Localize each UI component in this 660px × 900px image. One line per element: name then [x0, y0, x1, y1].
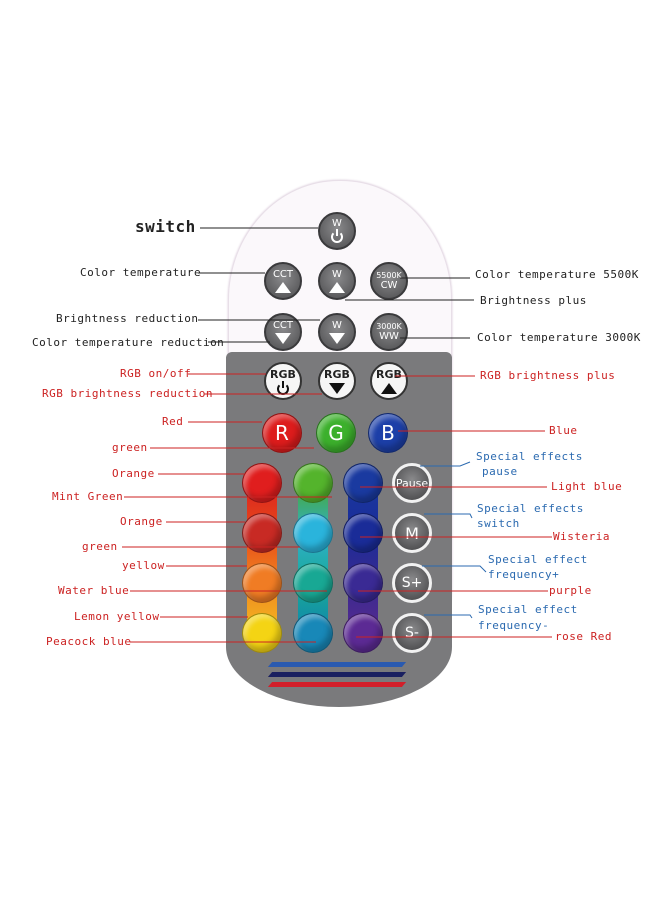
red-button[interactable]: R — [262, 413, 302, 453]
label-freq-minus-2: frequency- — [478, 619, 550, 632]
power-icon — [331, 229, 343, 243]
rgb-up-label: RGB — [376, 368, 402, 381]
mode-button-label: M — [405, 523, 419, 543]
brightness-reduction-label: W — [332, 319, 342, 331]
label-color-temperature-reduction: Color temperature reduction — [32, 336, 225, 349]
blue-stripe — [267, 662, 407, 667]
rgb-on-off-button[interactable]: RGB — [264, 362, 302, 400]
label-orange-2: Orange — [120, 515, 163, 528]
water-blue-button[interactable] — [293, 563, 333, 603]
label-green-1: green — [112, 441, 148, 454]
cw-5500k-button[interactable]: 5500K CW — [370, 262, 408, 300]
label-water-blue: Water blue — [58, 584, 130, 597]
blue-button-label: B — [381, 421, 395, 445]
label-ct-3000k: Color temperature 3000K — [477, 331, 641, 344]
peacock-blue-button[interactable] — [293, 613, 333, 653]
label-freq-plus-2: frequency+ — [488, 568, 560, 581]
mint-green-button[interactable] — [293, 463, 333, 503]
ww-3000k-top-label: 3000K — [376, 322, 402, 331]
label-peacock-blue: Peacock blue — [46, 635, 132, 648]
label-rgb-on-off: RGB on/off — [120, 367, 192, 380]
label-wisteria: Wisteria — [553, 530, 610, 543]
purple-button[interactable] — [343, 563, 383, 603]
cw-5500k-bottom-label: CW — [380, 280, 398, 291]
speed-minus-label: S- — [405, 625, 419, 641]
brightness-reduction-button[interactable]: W — [318, 313, 356, 351]
label-color-temperature: Color temperature — [80, 266, 202, 279]
cct-down-label: CCT — [272, 319, 294, 331]
rgb-brightness-plus-button[interactable]: RGB — [370, 362, 408, 400]
label-switch: switch — [135, 217, 196, 236]
label-special-switch-1: Special effects — [477, 502, 584, 515]
switch-button-label: W — [332, 218, 342, 229]
cct-up-label: CCT — [272, 268, 294, 280]
label-purple: purple — [549, 584, 592, 597]
yellow-button[interactable] — [242, 563, 282, 603]
label-mint-green: Mint Green — [52, 490, 124, 503]
up-arrow-icon — [329, 281, 345, 293]
pause-button-label: Pause — [395, 476, 429, 490]
rgb-on-off-label: RGB — [270, 367, 296, 381]
green-button[interactable]: G — [316, 413, 356, 453]
blue-button[interactable]: B — [368, 413, 408, 453]
rose-red-button[interactable] — [343, 613, 383, 653]
green2-button[interactable] — [293, 513, 333, 553]
red-stripe — [267, 682, 407, 687]
label-orange-1: Orange — [112, 467, 155, 480]
cct-down-button[interactable]: CCT — [264, 313, 302, 351]
label-rose-red: rose Red — [555, 630, 612, 643]
lemon-yellow-button[interactable] — [242, 613, 282, 653]
label-ct-5500k: Color temperature 5500K — [475, 268, 639, 281]
power-icon — [277, 380, 289, 395]
decorative-stripes — [267, 660, 407, 690]
label-freq-minus-1: Special effect — [478, 603, 578, 616]
cw-5500k-top-label: 5500K — [376, 271, 402, 280]
label-special-pause-1: Special effects — [476, 450, 583, 463]
speed-minus-button[interactable]: S- — [392, 613, 432, 653]
up-arrow-icon — [381, 383, 397, 394]
switch-button[interactable]: W — [318, 212, 356, 250]
cct-up-button[interactable]: CCT — [264, 262, 302, 300]
label-light-blue: Light blue — [551, 480, 623, 493]
down-arrow-icon — [329, 383, 345, 394]
wisteria-button[interactable] — [343, 513, 383, 553]
label-lemon-yellow: Lemon yellow — [74, 610, 160, 623]
label-yellow: yellow — [122, 559, 165, 572]
label-blue: Blue — [549, 424, 578, 437]
orange2-button[interactable] — [242, 513, 282, 553]
label-freq-plus-1: Special effect — [488, 553, 588, 566]
label-rgb-brightness-plus: RGB brightness plus — [480, 369, 616, 382]
label-green-2: green — [82, 540, 118, 553]
green-button-label: G — [328, 421, 344, 445]
light-blue-button[interactable] — [343, 463, 383, 503]
brightness-plus-label: W — [332, 268, 342, 280]
navy-stripe — [267, 672, 407, 677]
orange-button[interactable] — [242, 463, 282, 503]
label-red: Red — [162, 415, 184, 428]
pause-button[interactable]: Pause — [392, 463, 432, 503]
label-brightness-reduction: Brightness reduction — [56, 312, 199, 325]
label-special-pause-2: pause — [482, 465, 518, 478]
rgb-brightness-reduction-button[interactable]: RGB — [318, 362, 356, 400]
speed-plus-label: S+ — [401, 575, 423, 591]
red-button-label: R — [275, 421, 289, 445]
rgb-down-label: RGB — [324, 368, 350, 381]
label-brightness-plus: Brightness plus — [480, 294, 587, 307]
down-arrow-icon — [329, 332, 345, 344]
up-arrow-icon — [275, 281, 291, 293]
ww-3000k-bottom-label: WW — [379, 331, 399, 342]
mode-button[interactable]: M — [392, 513, 432, 553]
label-rgb-brightness-reduction: RGB brightness reduction — [42, 387, 213, 400]
label-special-switch-2: switch — [477, 517, 520, 530]
ww-3000k-button[interactable]: 3000K WW — [370, 313, 408, 351]
speed-plus-button[interactable]: S+ — [392, 563, 432, 603]
down-arrow-icon — [275, 332, 291, 344]
brightness-plus-button[interactable]: W — [318, 262, 356, 300]
